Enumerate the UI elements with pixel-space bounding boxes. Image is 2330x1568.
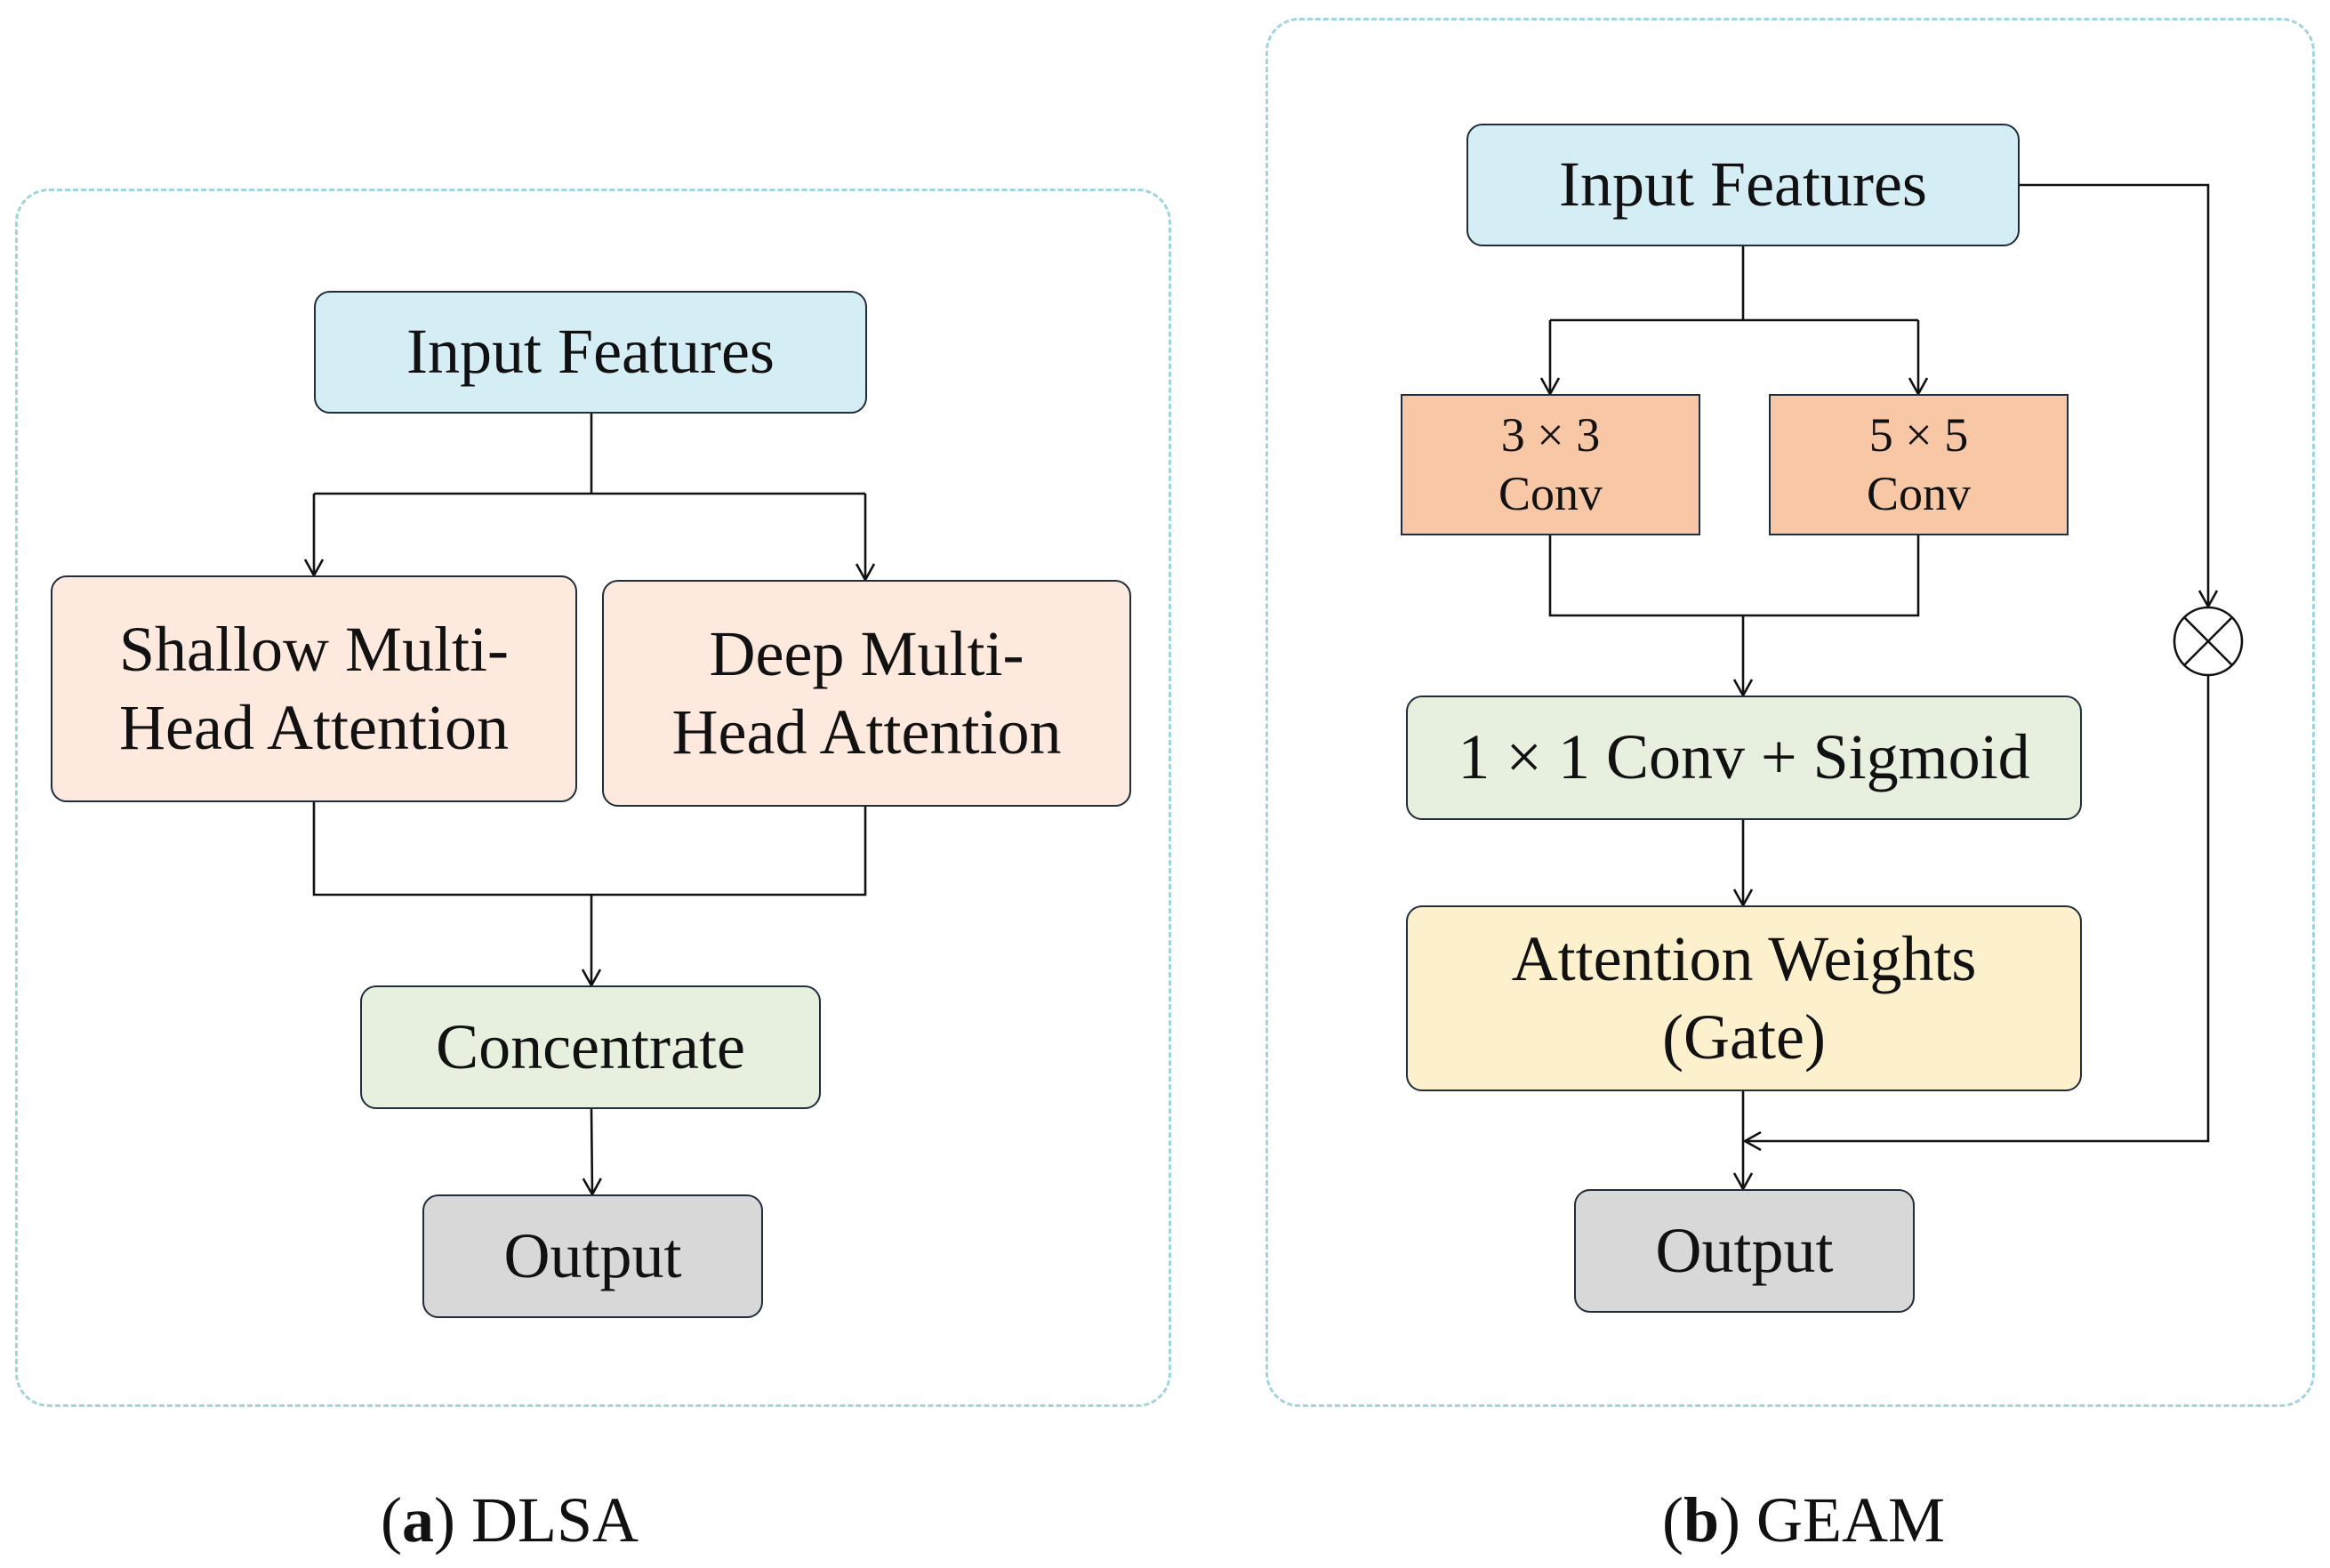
caption-b-letter: b [1683, 1484, 1720, 1556]
edge-split-to-conv3 [1550, 318, 1918, 394]
output-node-b: Output [1574, 1189, 1915, 1313]
multiply-cross [2183, 616, 2233, 666]
shallow-attention-node: Shallow Multi- Head Attention [51, 575, 577, 802]
edge-shallow-deep-merge [312, 802, 867, 897]
output-node-a: Output [422, 1194, 763, 1318]
edge-split-to-shallow [314, 492, 865, 575]
caption-a-name: DLSA [470, 1484, 639, 1556]
multiply-icon [2173, 606, 2244, 677]
deep-attention-node: Deep Multi- Head Attention [602, 580, 1131, 807]
panel-a-frame [15, 189, 1171, 1407]
conv5-node: 5 × 5 Conv [1769, 394, 2069, 535]
edge-conv-merge [1548, 535, 1920, 617]
edge-residual-to-multiply [2020, 183, 2208, 607]
caption-a-letter: a [401, 1484, 434, 1556]
caption-b: (b) GEAM [1662, 1484, 1946, 1556]
edge-multiply-to-output [1745, 676, 2210, 1141]
concentrate-node: Concentrate [360, 985, 821, 1109]
caption-a: (a) DLSA [381, 1484, 639, 1556]
conv3-node: 3 × 3 Conv [1401, 394, 1700, 535]
caption-b-name: GEAM [1756, 1484, 1946, 1556]
input-features-node-a: Input Features [314, 291, 867, 414]
attention-weights-node: Attention Weights (Gate) [1406, 905, 2082, 1091]
edge-concentrate-to-output [591, 1108, 592, 1194]
panel-b-frame [1265, 18, 2315, 1407]
conv1-sigmoid-node: 1 × 1 Conv + Sigmoid [1406, 696, 2082, 820]
input-features-node-b: Input Features [1466, 124, 2020, 246]
